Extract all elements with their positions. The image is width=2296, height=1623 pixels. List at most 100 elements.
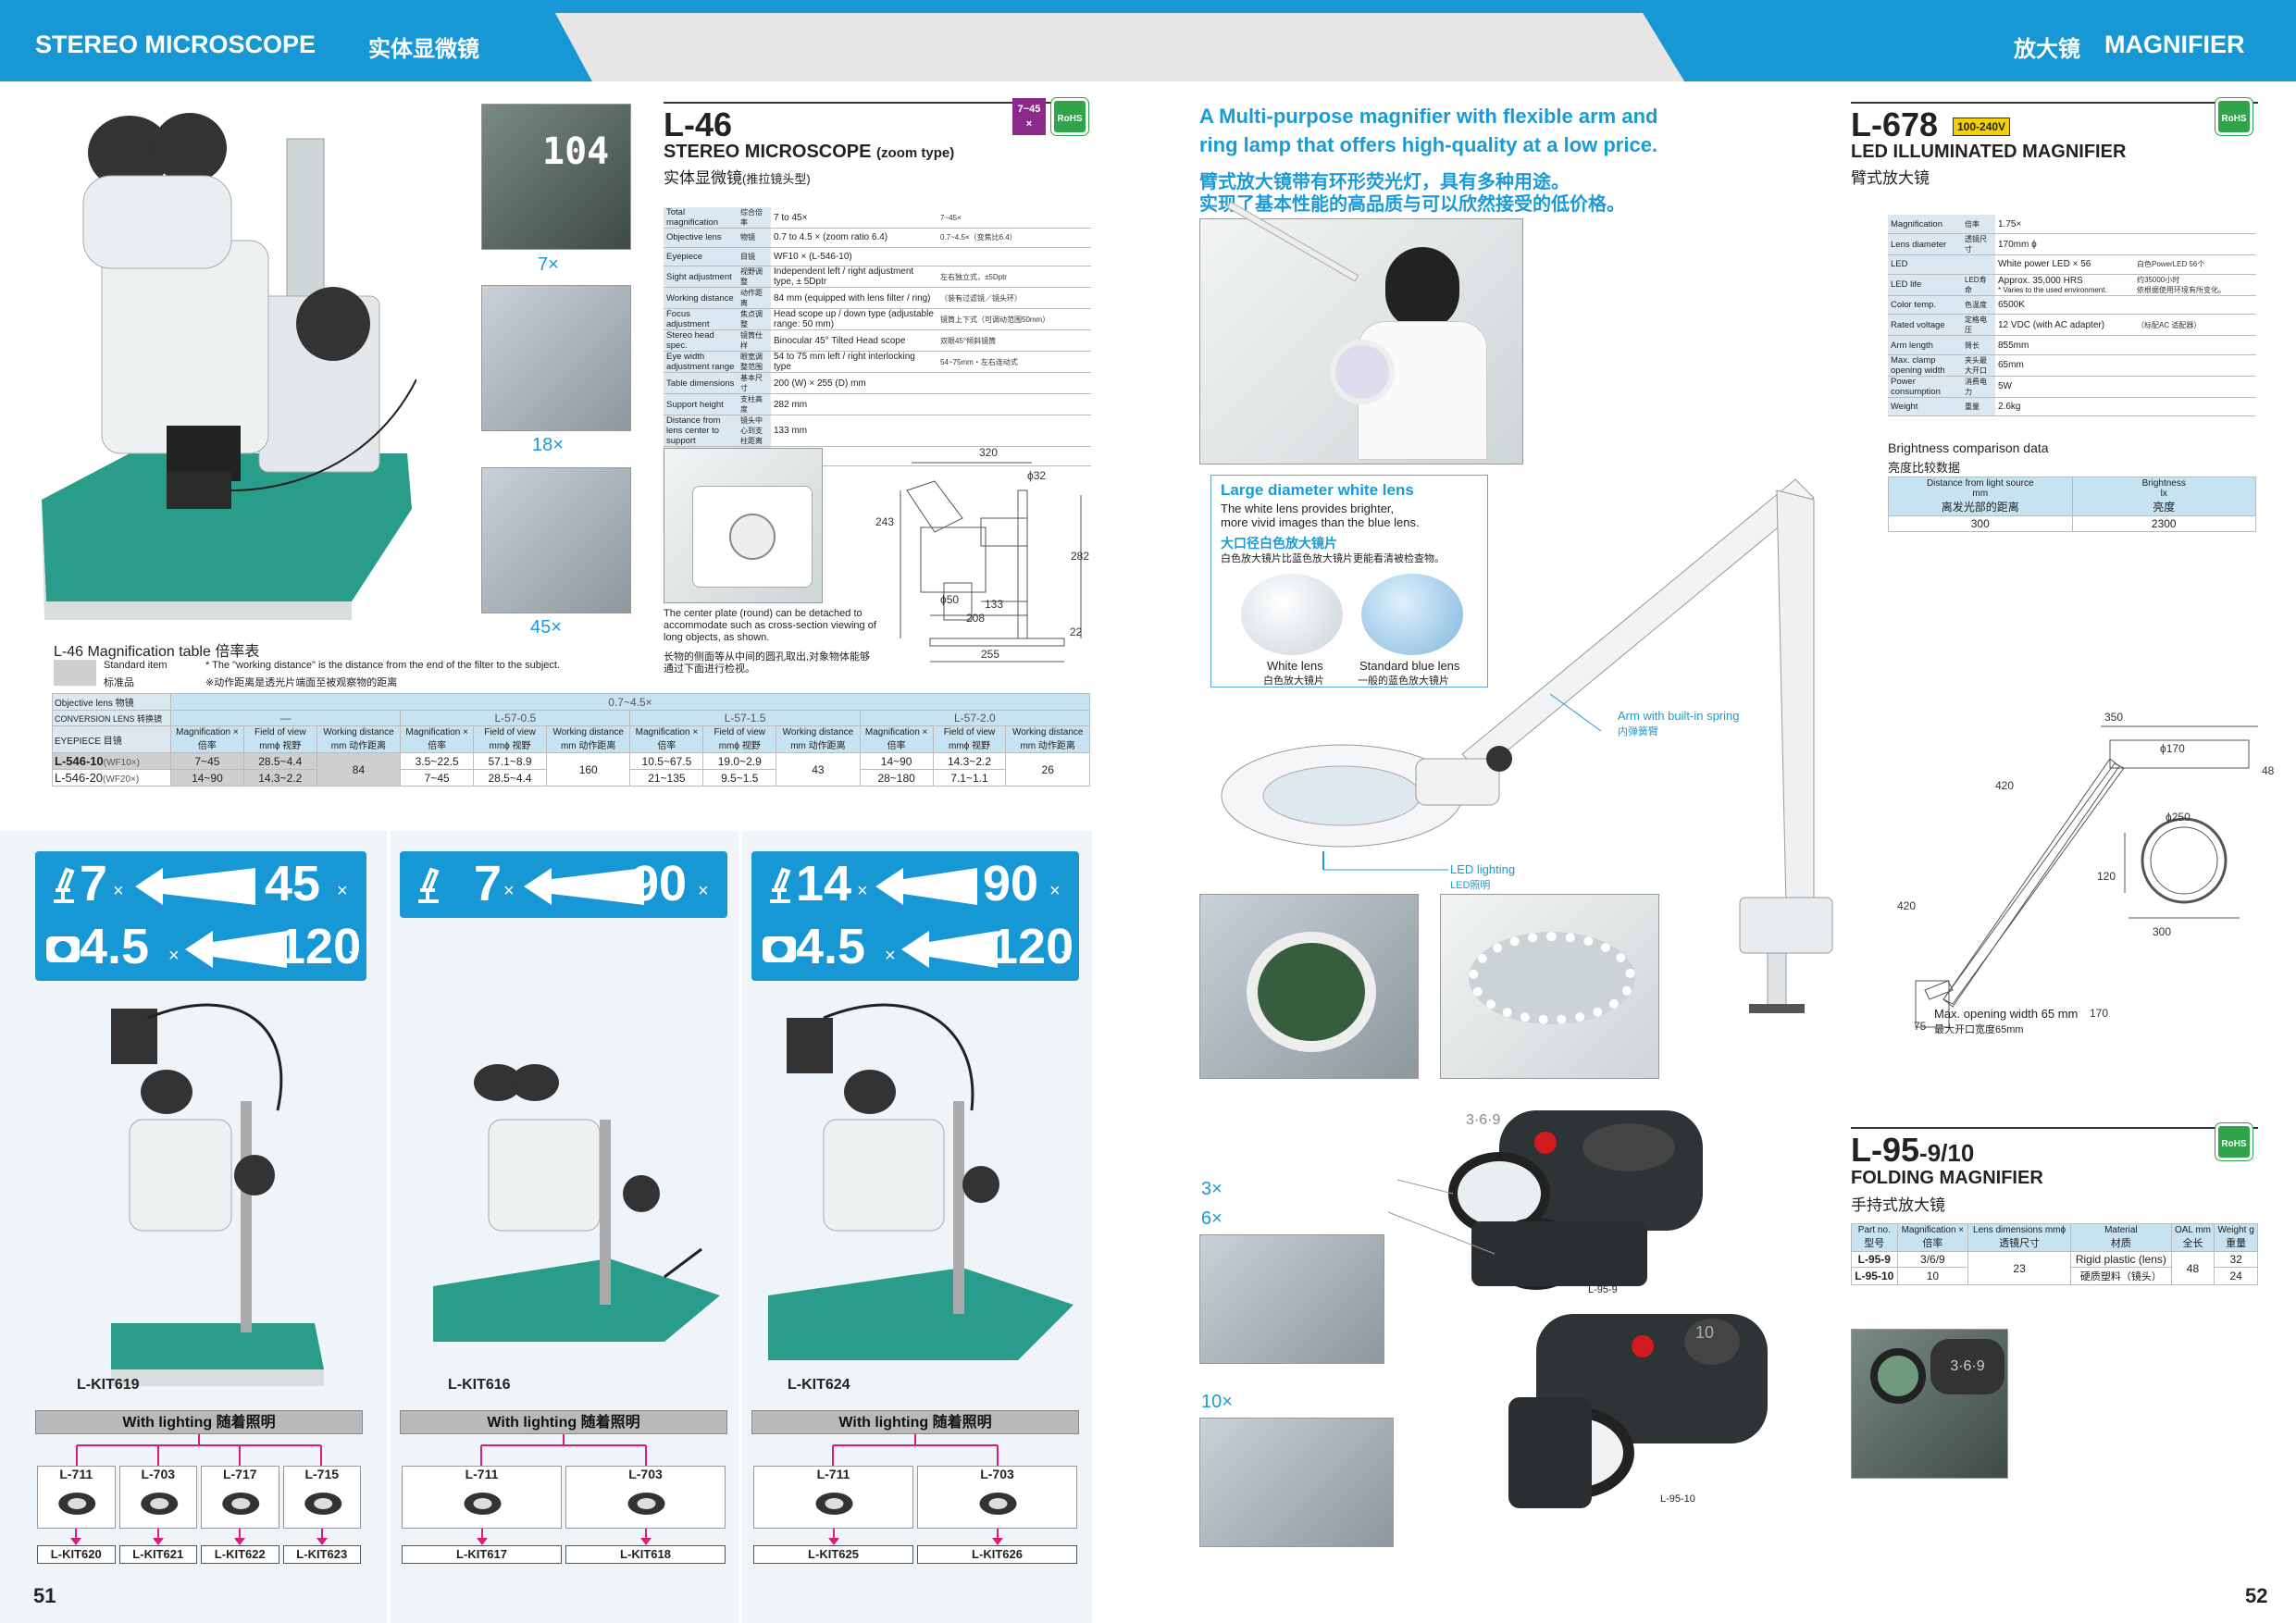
dim-350: 350 [2104,711,2124,724]
spec-value-cn [937,415,1091,448]
spec-value-cn [937,247,1091,267]
spec-value-cn [2134,376,2256,398]
light-option-l-711[interactable]: L-711 [753,1466,913,1529]
kit-model-l-kit621[interactable]: L-KIT621 [118,1545,197,1564]
col-head: Magnification × 倍率 [400,725,475,753]
microscope-icon [54,867,75,903]
l95-col-head: Part no.型号 [1851,1223,1898,1252]
col-head: Working distance mm 动作距离 [316,725,402,753]
kit2-lighting-bar: With lighting 随着照明 [400,1410,727,1434]
light-option-l-715[interactable]: L-715 [282,1466,361,1529]
kit-model-l-kit625[interactable]: L-KIT625 [753,1545,913,1564]
light-option-l-703[interactable]: L-703 [565,1466,726,1529]
kit-model-l-kit617[interactable]: L-KIT617 [402,1545,562,1564]
brightness-distance: 300 [1888,515,2073,532]
legend-standard-cn: 标准品 [104,677,134,688]
head-en: OAL mm [2174,1225,2212,1235]
spec-key-cn: 基本尺寸 [738,372,771,395]
kit-model-l-kit620[interactable]: L-KIT620 [37,1545,116,1564]
head-en: Material [2104,1225,2138,1235]
spec-key: Focus adjustment [664,308,738,331]
spec-key-cn: 眼宽调整范围 [738,351,771,374]
l46-dimension-drawing [900,462,1082,663]
spec-key-cn: 倍率 [1962,215,1995,235]
light-option-l-703[interactable]: L-703 [917,1466,1077,1529]
cell: 84 [316,752,402,787]
head-cn: 透镜尺寸 [1999,1238,2041,1249]
arrow-down-icon [991,1529,1003,1545]
kit-model-l-kit626[interactable]: L-KIT626 [917,1545,1077,1564]
col-head: Working distance mm 动作距离 [1005,725,1090,753]
l95-label-6x: 6× [1201,1208,1222,1229]
row-name: L-546-20(WF20×) [52,769,171,787]
col-head: Field of view mmϕ 视野 [932,725,1007,753]
arrow-down-icon [316,1529,328,1545]
spec-value-text: White power LED × 56 [1998,259,2091,270]
spec-value-cn-text: 白色PowerLED 56个 [2137,260,2205,269]
dim-243: 243 [875,515,895,528]
conv-label: CONVERSION LENS 转换镜 [52,710,171,726]
cell: 23 [1967,1251,2072,1285]
light-option-l-711[interactable]: L-711 [37,1466,116,1529]
header-bar [0,0,2296,81]
arm-label-cn: 内弹簧臂 [1618,726,1658,737]
light-model: L-711 [59,1467,93,1481]
spec-value: 7 to 45× [771,207,937,229]
spec-value-text: 6500K [1998,299,2025,310]
spec-key: Eyepiece [664,247,738,267]
kit-model-l-kit618[interactable]: L-KIT618 [565,1545,726,1564]
spec-value-cn [937,393,1091,416]
spec-value-text: 12 VDC (with AC adapter) [1998,319,2105,330]
spec-key-cn: 支柱高度 [738,393,771,416]
spec-value-cn: 约35000小时依根据使用环境有所变化。 [2134,274,2256,296]
col-head: Working distance mm 动作距离 [776,725,861,753]
spec-value: 170mm ϕ [1995,233,2134,256]
kit1-image [111,1003,324,1386]
cell: 26 [1005,752,1090,787]
spec-key-cn: 夹头最大开口 [1962,354,1995,377]
cell: 14~90 [859,752,934,770]
pcb-10x-photo [1199,1418,1394,1547]
light-option-l-717[interactable]: L-717 [201,1466,279,1529]
light-option-l-711[interactable]: L-711 [402,1466,562,1529]
arrow-down-icon [70,1529,82,1545]
l95-title-cn: 手持式放大镜 [1851,1196,1945,1214]
col-head: Working distance mm 动作距离 [545,725,631,753]
spec-value: 1.75× [1995,215,2134,235]
arrow-icon [901,931,998,968]
col-head: Magnification × 倍率 [629,725,704,753]
arrow-down-icon [152,1529,164,1545]
kit-model-l-kit623[interactable]: L-KIT623 [282,1545,361,1564]
spec-key-cn: 重量 [1962,397,1995,417]
led-life-note: * Varies to the used environment. [1998,285,2107,294]
page-number-right: 52 [2245,1584,2268,1607]
spec-value-cn [2134,397,2256,417]
page-number-left: 51 [33,1584,56,1607]
l678-title: LED ILLUMINATED MAGNIFIER [1851,142,2127,162]
cell: 28.5~4.4 [473,769,547,787]
kit-model-l-kit622[interactable]: L-KIT622 [201,1545,279,1564]
dim-75: 75 [1914,1020,1927,1033]
dim-phi170: ϕ170 [2160,742,2185,755]
spec-value: 84 mm (equipped with lens filter / ring) [771,287,937,310]
spec-value-cn [2134,354,2256,377]
l678-model: L-678 [1851,105,1939,143]
row-name-text: L-546-20 [55,771,104,785]
cell: 14.3~2.2 [242,769,317,787]
cell: 19.0~2.9 [702,752,777,770]
light-option-l-703[interactable]: L-703 [118,1466,197,1529]
eyepiece-label: EYEPIECE 目镜 [52,725,171,753]
spec-value-cn [2134,215,2256,235]
obj-label: Objective lens 物镜 [52,693,171,711]
